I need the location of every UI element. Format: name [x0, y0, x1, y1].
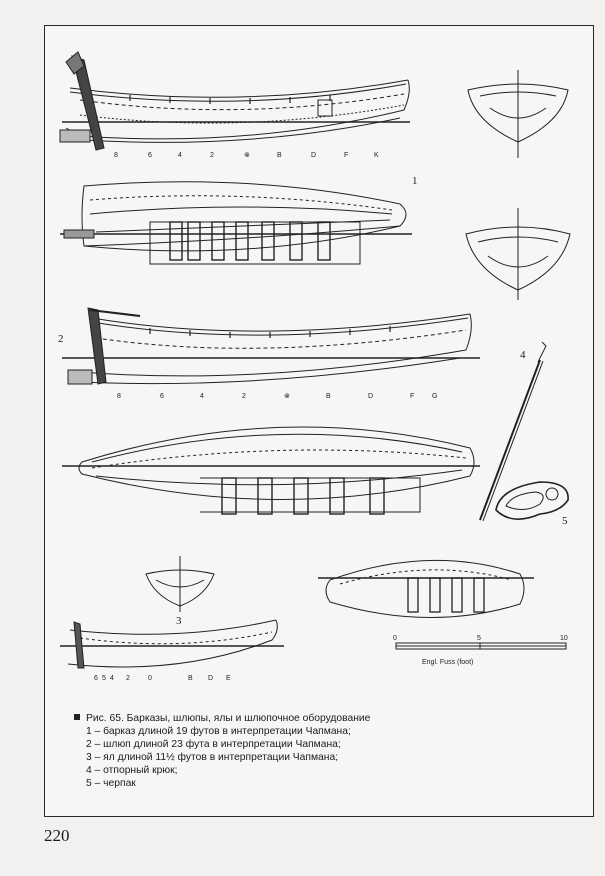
station-label: 2	[242, 393, 246, 400]
station-label: D	[208, 675, 213, 682]
station-label: 6	[94, 675, 98, 682]
label-3: 3	[176, 615, 182, 627]
station-label: ⊗	[244, 152, 250, 159]
station-label: D	[311, 152, 316, 159]
station-label: B	[277, 152, 282, 159]
station-label: 0	[148, 675, 152, 682]
scale-bar: 0 5 10 Engl. Fuss (foot)	[393, 635, 568, 666]
station-label: 5	[102, 675, 106, 682]
station-label: 4	[200, 393, 204, 400]
label-5: 5	[562, 515, 568, 527]
yawl-stations: 6 5 4 2 0 B D E	[94, 675, 231, 682]
station-label: 4	[110, 675, 114, 682]
station-label: F	[344, 152, 348, 159]
boat1-stations: 8 6 4 2 ⊗ B D F K	[114, 152, 379, 159]
caption-item: 3 – ял длиной 11½ футов в интерпретации …	[86, 752, 339, 763]
caption-item: 2 – шлюп длиной 23 фута в интерпретации …	[86, 739, 341, 750]
station-label: 2	[126, 675, 130, 682]
figure-frame	[44, 25, 594, 817]
boat1-plan	[60, 181, 412, 265]
page-number: 220	[44, 826, 70, 845]
station-label: 2	[210, 152, 214, 159]
station-label: D	[368, 393, 373, 400]
caption-item: 4 – отпорный крюк;	[86, 765, 178, 776]
boat1-section-a	[467, 70, 569, 158]
boat-hook-drawing: 4	[479, 341, 547, 522]
station-label: B	[188, 675, 193, 682]
caption-item: 5 – черпак	[86, 778, 136, 789]
bailer-drawing: 5	[495, 481, 569, 527]
boat2-profile: 2	[58, 307, 480, 385]
label-1: 1	[412, 175, 418, 187]
scale-tick: 10	[560, 635, 568, 642]
station-label: F	[410, 393, 414, 400]
station-label: B	[326, 393, 331, 400]
scale-tick: 0	[393, 635, 397, 642]
yawl-profile	[60, 619, 284, 669]
scale-unit: Engl. Fuss (foot)	[422, 659, 473, 666]
bullet-square-icon	[74, 714, 80, 720]
station-label: ⊗	[284, 393, 290, 400]
station-label: 8	[117, 393, 121, 400]
boat1-profile	[59, 51, 410, 151]
yawl-section: 3	[145, 556, 215, 627]
label-4: 4	[520, 349, 526, 361]
yawl-plan	[318, 559, 534, 618]
station-label: 6	[160, 393, 164, 400]
figure-caption: Рис. 65. Барказы, шлюпы, ялы и шлюпочное…	[74, 712, 370, 790]
station-label: E	[226, 675, 231, 682]
caption-title: Рис. 65. Барказы, шлюпы, ялы и шлюпочное…	[74, 712, 370, 725]
station-label: G	[432, 393, 437, 400]
scale-tick: 5	[477, 635, 481, 642]
station-label: K	[374, 152, 379, 159]
station-label: 8	[114, 152, 118, 159]
boat2-plan	[62, 426, 480, 515]
station-label: 4	[178, 152, 182, 159]
label-2: 2	[58, 333, 64, 345]
boat2-stations: 8 6 4 2 ⊗ B D F G	[117, 393, 437, 400]
boat1-section-b	[465, 208, 571, 300]
caption-item: 1 – барказ длиной 19 футов в интерпретац…	[86, 726, 351, 737]
station-label: 6	[148, 152, 152, 159]
